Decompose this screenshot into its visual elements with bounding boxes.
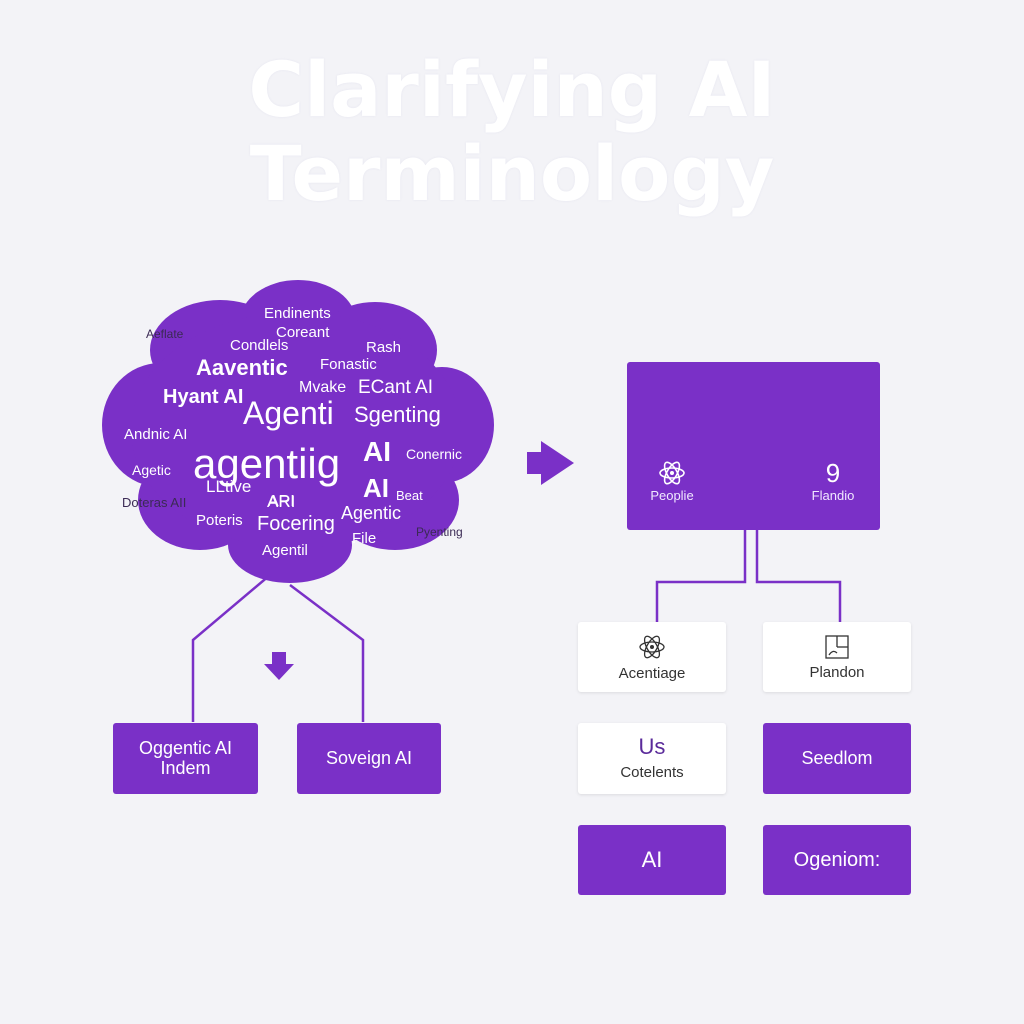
cloud-word: Pyenting bbox=[416, 525, 463, 539]
cloud-word: Fonastic bbox=[320, 356, 377, 373]
oggentic-ai-line1: Oggentic AI bbox=[138, 737, 233, 758]
cloud-word: Rash bbox=[366, 339, 402, 356]
cloud-word: Poteris bbox=[196, 512, 243, 529]
panel-item-flandio: 9 Flandio bbox=[807, 458, 859, 503]
ogeniom-label: Ogeniom: bbox=[793, 849, 881, 871]
cloud-word: Focering bbox=[257, 513, 335, 535]
seedlom-box[interactable]: Seedlom bbox=[763, 723, 911, 794]
soveign-ai-box[interactable]: Soveign AI bbox=[297, 723, 441, 794]
atom-icon bbox=[639, 635, 665, 659]
title-line-2: Terminology bbox=[249, 129, 775, 218]
cloud-to-boxes-connector bbox=[191, 574, 365, 722]
cloud-word: Coreant bbox=[276, 324, 330, 341]
cloud-word: Mvake bbox=[299, 379, 347, 396]
cloud-word: Sgenting bbox=[354, 402, 441, 427]
right-arrow-icon bbox=[527, 441, 574, 485]
cloud-word: Conernic bbox=[406, 446, 463, 462]
cloud-word: AI bbox=[363, 473, 389, 503]
cloud-word: LLtive bbox=[206, 477, 252, 496]
cloud-word: Hyant AI bbox=[163, 386, 244, 408]
cloud-word: Agenti bbox=[243, 395, 334, 431]
cloud-word: agentiig bbox=[193, 440, 341, 487]
us-cotelents-box[interactable]: Us Cotelents bbox=[578, 723, 726, 794]
panel-item-peoplie: Peoplie bbox=[647, 458, 697, 503]
plandon-label: Plandon bbox=[809, 663, 865, 681]
top-panel[interactable]: Peoplie 9 Flandio bbox=[627, 362, 880, 530]
cloud-word: Aaventic bbox=[196, 355, 288, 380]
ogeniom-box[interactable]: Ogeniom: bbox=[763, 825, 911, 895]
title-line-1: Clarifying AI bbox=[248, 45, 776, 134]
cloud-word: Agetic bbox=[132, 462, 171, 478]
cloud-word: ARI bbox=[267, 492, 296, 511]
word-cloud bbox=[102, 280, 494, 583]
panel-item-peoplie-label: Peoplie bbox=[650, 488, 694, 503]
panel-to-boxes-connector bbox=[655, 530, 842, 622]
cloud-word: Aeflate bbox=[146, 327, 184, 341]
oggentic-ai-box[interactable]: Oggentic AI Indem bbox=[113, 723, 258, 794]
plandon-box[interactable]: Plandon bbox=[763, 622, 911, 692]
cloud-word: ECant AI bbox=[358, 377, 433, 398]
down-arrow-icon bbox=[264, 652, 294, 680]
acentiage-label: Acentiage bbox=[618, 664, 686, 682]
frame-icon bbox=[825, 635, 849, 659]
cotelents-label: Cotelents bbox=[620, 764, 684, 782]
cloud-word: ARI bbox=[268, 493, 295, 510]
ai-box[interactable]: AI bbox=[578, 825, 726, 895]
cloud-word: Agentil bbox=[262, 542, 308, 559]
us-label: Us bbox=[638, 734, 666, 760]
cloud-word: AI bbox=[363, 436, 391, 467]
atom-icon bbox=[659, 461, 685, 485]
cloud-word: Andnic AI bbox=[124, 426, 188, 443]
cloud-word: Doteras AII bbox=[122, 495, 187, 510]
oggentic-ai-line2: Indem bbox=[160, 757, 211, 778]
panel-item-flandio-label: Flandio bbox=[811, 488, 855, 503]
nine-glyph-icon: 9 bbox=[825, 458, 841, 488]
cloud-word: Endinents bbox=[264, 305, 331, 322]
cloud-word: Condlels bbox=[230, 337, 289, 354]
cloud-word: Beat bbox=[396, 488, 423, 503]
seedlom-label: Seedlom bbox=[801, 747, 873, 768]
cloud-word: Agentic bbox=[341, 503, 402, 523]
ai-label: AI bbox=[641, 846, 663, 872]
soveign-ai-label: Soveign AI bbox=[325, 747, 413, 768]
cloud-word: File bbox=[352, 530, 377, 547]
acentiage-box[interactable]: Acentiage bbox=[578, 622, 726, 692]
